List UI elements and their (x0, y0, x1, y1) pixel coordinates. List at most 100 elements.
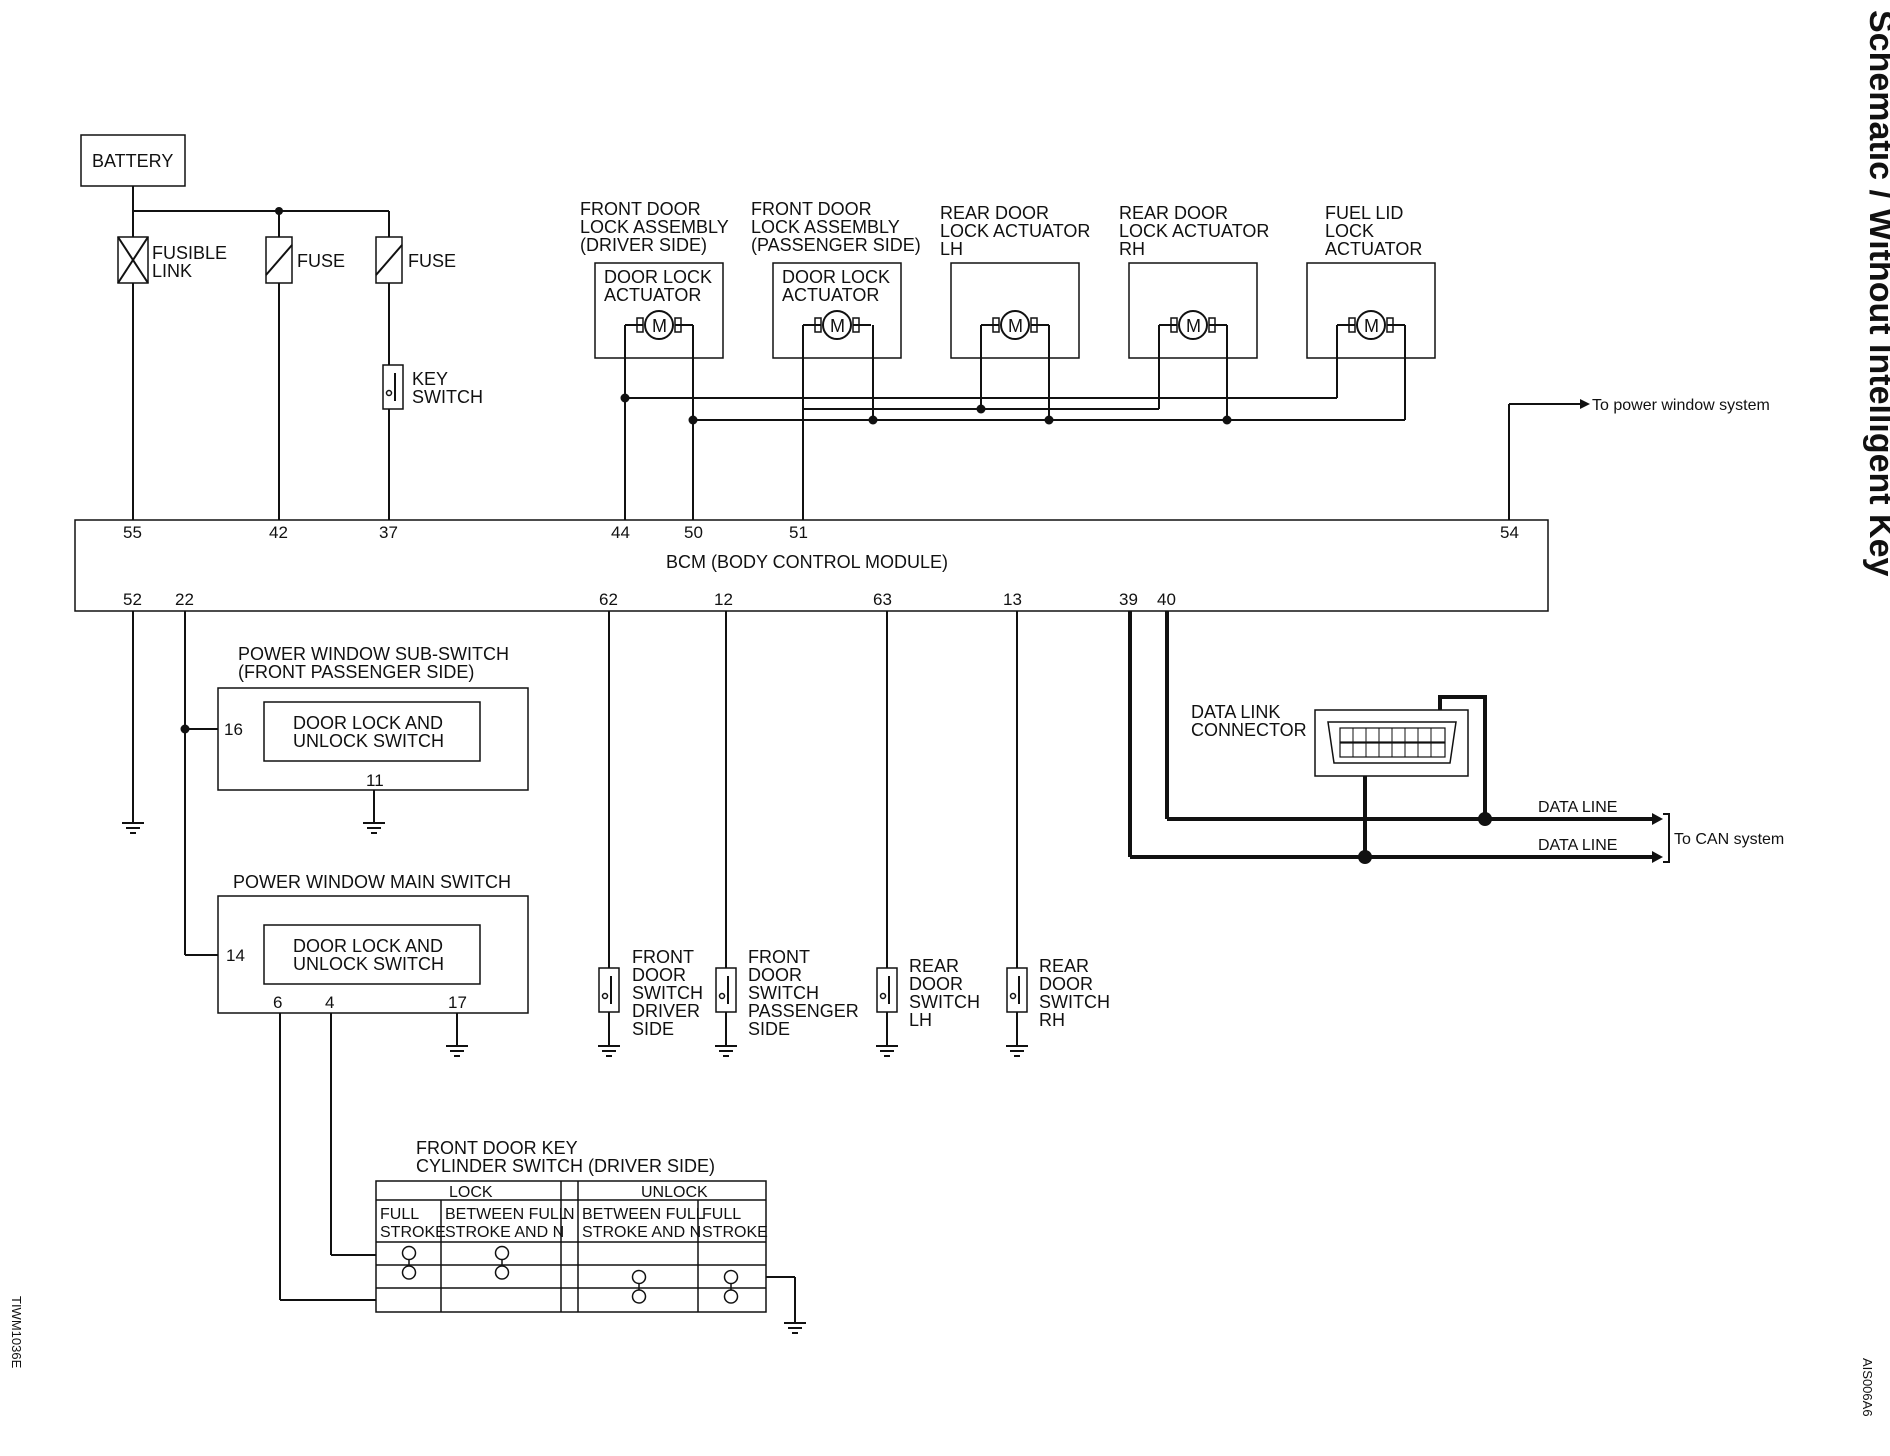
svg-text:SWITCH: SWITCH (632, 983, 703, 1003)
pw-main-switch: POWER WINDOW MAIN SWITCH DOOR LOCK AND U… (217, 872, 529, 1057)
svg-text:FRONT: FRONT (632, 947, 694, 967)
figure-code-left: TIWM1036E (9, 1296, 24, 1369)
bcm-pin-52: 52 (123, 590, 142, 609)
svg-text:M: M (1008, 316, 1023, 336)
svg-text:M: M (1364, 316, 1379, 336)
svg-text:UNLOCK SWITCH: UNLOCK SWITCH (293, 954, 444, 974)
svg-text:SWITCH: SWITCH (748, 983, 819, 1003)
svg-text:LOCK: LOCK (1325, 221, 1374, 241)
bcm-box (74, 519, 1549, 612)
svg-text:POWER WINDOW MAIN SWITCH: POWER WINDOW MAIN SWITCH (233, 872, 511, 892)
svg-text:LOCK: LOCK (449, 1184, 493, 1201)
svg-text:BETWEEN FULL: BETWEEN FULL (445, 1206, 568, 1223)
svg-text:FUEL LID: FUEL LID (1325, 203, 1403, 223)
actuator-fuel-lid: FUEL LID LOCK ACTUATOR M (1306, 203, 1436, 420)
data-link-connector: DATA LINK CONNECTOR (1191, 702, 1469, 777)
svg-text:LOCK ACTUATOR: LOCK ACTUATOR (1119, 221, 1269, 241)
svg-text:LOCK ASSEMBLY: LOCK ASSEMBLY (580, 217, 729, 237)
svg-text:FRONT DOOR KEY: FRONT DOOR KEY (416, 1138, 578, 1158)
actuator-front-passenger: FRONT DOOR LOCK ASSEMBLY (PASSENGER SIDE… (751, 199, 921, 520)
svg-text:STROKE AND N: STROKE AND N (445, 1224, 564, 1241)
rear-door-switch-lh (876, 967, 898, 1013)
svg-text:LH: LH (940, 239, 963, 259)
battery-label: BATTERY (92, 151, 173, 171)
svg-text:(DRIVER SIDE): (DRIVER SIDE) (580, 235, 707, 255)
fuse-symbol-2 (375, 236, 403, 284)
svg-text:DOOR: DOOR (1039, 974, 1093, 994)
data-line-label-2: DATA LINE (1538, 837, 1617, 854)
svg-text:FULL: FULL (380, 1206, 419, 1223)
svg-text:DOOR LOCK AND: DOOR LOCK AND (293, 936, 443, 956)
page-title: Schematic / Without Intelligent Key (1862, 10, 1890, 577)
bcm-pin-39: 39 (1119, 590, 1138, 609)
bcm-pin-37: 37 (379, 523, 398, 542)
svg-text:DRIVER: DRIVER (632, 1001, 700, 1021)
bcm-pin-44: 44 (611, 523, 630, 542)
svg-text:SWITCH: SWITCH (909, 992, 980, 1012)
svg-text:BETWEEN FULL: BETWEEN FULL (582, 1206, 705, 1223)
svg-text:ACTUATOR: ACTUATOR (604, 285, 701, 305)
svg-text:STROKE: STROKE (702, 1224, 768, 1241)
pw-sub-switch: POWER WINDOW SUB-SWITCH (FRONT PASSENGER… (217, 644, 529, 834)
svg-text:RH: RH (1119, 239, 1145, 259)
svg-text:STROKE AND N: STROKE AND N (582, 1224, 701, 1241)
svg-text:DOOR LOCK: DOOR LOCK (604, 267, 712, 287)
bcm-pin-40: 40 (1157, 590, 1176, 609)
svg-text:(PASSENGER SIDE): (PASSENGER SIDE) (751, 235, 921, 255)
fuse-label-2: FUSE (408, 251, 456, 271)
data-line-label-1: DATA LINE (1538, 799, 1617, 816)
bcm-pin-63: 63 (873, 590, 892, 609)
to-power-window-label: To power window system (1592, 397, 1770, 414)
svg-text:REAR DOOR: REAR DOOR (940, 203, 1049, 223)
svg-text:SIDE: SIDE (632, 1019, 674, 1039)
svg-text:FULL: FULL (702, 1206, 741, 1223)
svg-text:N: N (563, 1206, 575, 1223)
svg-text:SWITCH: SWITCH (1039, 992, 1110, 1012)
bcm-pin-50: 50 (684, 523, 703, 542)
svg-text:14: 14 (226, 946, 245, 965)
svg-text:DOOR LOCK: DOOR LOCK (782, 267, 890, 287)
svg-text:M: M (1186, 316, 1201, 336)
key-cylinder-switch: FRONT DOOR KEY CYLINDER SWITCH (DRIVER S… (375, 1138, 807, 1334)
svg-text:UNLOCK: UNLOCK (641, 1184, 708, 1201)
figure-code-right: AIS006A6 (1860, 1358, 1875, 1417)
bcm-pin-12: 12 (714, 590, 733, 609)
svg-text:RH: RH (1039, 1010, 1065, 1030)
svg-text:DATA LINK: DATA LINK (1191, 702, 1280, 722)
svg-text:17: 17 (448, 993, 467, 1012)
bcm-pin-55: 55 (123, 523, 142, 542)
svg-text:FRONT DOOR: FRONT DOOR (751, 199, 872, 219)
bcm-pin-62: 62 (599, 590, 618, 609)
front-door-switch-driver (598, 967, 620, 1013)
fusible-link-label-1: FUSIBLE (152, 243, 227, 263)
svg-text:LOCK ASSEMBLY: LOCK ASSEMBLY (751, 217, 900, 237)
svg-text:M: M (652, 316, 667, 336)
svg-text:CYLINDER SWITCH (DRIVER SIDE): CYLINDER SWITCH (DRIVER SIDE) (416, 1156, 715, 1176)
svg-text:6: 6 (273, 993, 282, 1012)
fuse-symbol-1 (265, 236, 293, 284)
rear-door-switch-rh (1006, 967, 1028, 1013)
actuator-rear-lh: REAR DOOR LOCK ACTUATOR LH M (940, 203, 1090, 420)
svg-text:FRONT: FRONT (748, 947, 810, 967)
svg-text:PASSENGER: PASSENGER (748, 1001, 859, 1021)
svg-text:DOOR: DOOR (909, 974, 963, 994)
svg-text:(FRONT PASSENGER SIDE): (FRONT PASSENGER SIDE) (238, 662, 474, 682)
svg-text:ACTUATOR: ACTUATOR (1325, 239, 1422, 259)
svg-text:STROKE: STROKE (380, 1224, 446, 1241)
svg-text:REAR: REAR (909, 956, 959, 976)
key-switch-symbol (382, 364, 404, 410)
svg-text:LH: LH (909, 1010, 932, 1030)
svg-text:UNLOCK SWITCH: UNLOCK SWITCH (293, 731, 444, 751)
svg-text:DOOR: DOOR (748, 965, 802, 985)
svg-text:DOOR: DOOR (632, 965, 686, 985)
svg-text:CONNECTOR: CONNECTOR (1191, 720, 1307, 740)
key-switch-label-2: SWITCH (412, 387, 483, 407)
svg-text:16: 16 (224, 720, 243, 739)
bcm-pin-22: 22 (175, 590, 194, 609)
svg-text:REAR DOOR: REAR DOOR (1119, 203, 1228, 223)
bcm-pin-13: 13 (1003, 590, 1022, 609)
fusible-link-symbol (117, 236, 149, 284)
bcm-pin-54: 54 (1500, 523, 1519, 542)
svg-text:POWER WINDOW SUB-SWITCH: POWER WINDOW SUB-SWITCH (238, 644, 509, 664)
